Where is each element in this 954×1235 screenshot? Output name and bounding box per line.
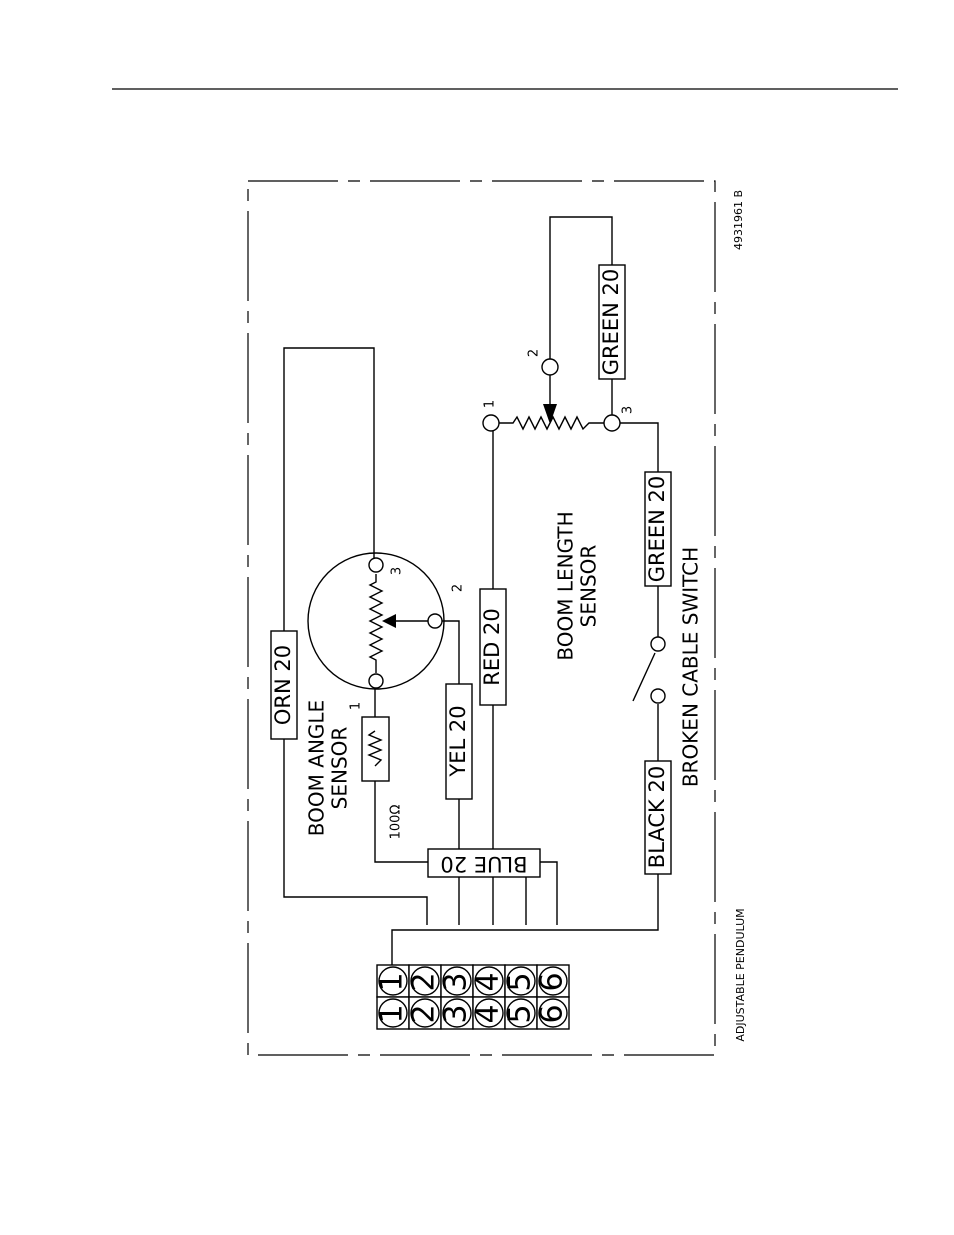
connector-inner-pin-label: 3	[439, 972, 474, 991]
connector-inner-pin-label: 2	[407, 972, 442, 991]
connector-outer-pin-label: 1	[375, 1004, 410, 1023]
angle-pin2-label: 2	[451, 584, 466, 592]
frame-label: ADJUSTABLE PENDULUM	[734, 908, 747, 1041]
broken-cable-switch-label: BROKEN CABLE SWITCH	[679, 547, 703, 787]
resistor-label: 100Ω	[389, 805, 404, 840]
red-wire-label: RED 20	[480, 608, 504, 685]
angle-pin3-label: 3	[390, 567, 405, 575]
angle-pin1-label: 1	[349, 702, 364, 710]
connector-inner-pin-label: 4	[471, 972, 506, 991]
green-switch-wire-label: GREEN 20	[645, 476, 669, 583]
connector-inner-pin-label: 5	[503, 972, 538, 991]
boom-angle-label-2: SENSOR	[328, 727, 352, 810]
boom-angle-label-1: BOOM ANGLE	[305, 700, 329, 836]
green-top-wire-label: GREEN 20	[599, 269, 623, 376]
black-wire-label: BLACK 20	[645, 766, 669, 868]
connector-outer-pin-label: 4	[471, 1004, 506, 1023]
connector-inner-pin-label: 1	[375, 972, 410, 991]
connector-outer-pin-label: 5	[503, 1004, 538, 1023]
connector-inner-pin-label: 6	[535, 972, 570, 991]
length-pin1-label: 1	[483, 400, 498, 408]
length-pin3-label: 3	[621, 406, 636, 414]
connector-outer-pin-label: 2	[407, 1004, 442, 1023]
length-pin2-label: 2	[527, 349, 542, 357]
connector-outer-pin-label: 3	[439, 1004, 474, 1023]
yel-wire-label: YEL 20	[446, 705, 470, 777]
broken-cable-switch	[633, 637, 665, 703]
drawing-number: 4931961 B	[732, 190, 745, 250]
blue-wire-label: BLUE 20	[440, 852, 527, 876]
angle-wiper-arrow	[382, 614, 396, 628]
orn-wire-label: ORN 20	[271, 645, 295, 725]
connector-outer-pin-label: 6	[535, 1004, 570, 1023]
boom-length-label-1: BOOM LENGTH	[554, 511, 578, 660]
boom-length-label-2: SENSOR	[577, 545, 601, 628]
